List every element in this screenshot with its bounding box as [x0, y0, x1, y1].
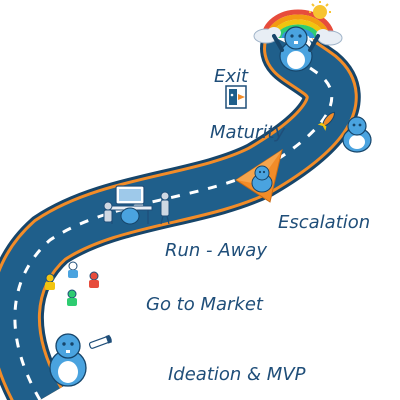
telescope-icon	[88, 334, 113, 349]
beaver-icon	[342, 116, 372, 153]
rocket-icon	[317, 111, 335, 131]
cloud-icon	[253, 27, 281, 44]
exit-door-icon	[225, 85, 247, 109]
beaver-icon	[251, 165, 273, 193]
beaver-icon	[272, 26, 320, 72]
person-icon	[103, 201, 113, 223]
person-icon	[67, 289, 77, 306]
person-icon	[68, 261, 78, 278]
person-icon	[45, 273, 55, 290]
stage-label-ideation-mvp: Ideation & MVP	[168, 364, 306, 385]
desk-icon	[107, 185, 153, 225]
road	[0, 32, 361, 400]
cloud-icon	[316, 29, 343, 46]
stage-label-exit: Exit	[214, 66, 249, 87]
road-surface	[0, 34, 355, 400]
person-icon	[89, 271, 99, 288]
stage-label-maturity: Maturity	[210, 122, 285, 143]
beaver-icon	[49, 333, 87, 387]
stage-label-go-to-market: Go to Market	[146, 294, 264, 315]
stage-label-escalation: Escalation	[278, 212, 370, 233]
sun-icon	[309, 1, 331, 19]
person-icon	[160, 191, 170, 225]
stage-label-run-away: Run - Away	[165, 240, 267, 261]
stage-labels: Exit Maturity Escalation Run - Away Go t…	[146, 66, 370, 385]
